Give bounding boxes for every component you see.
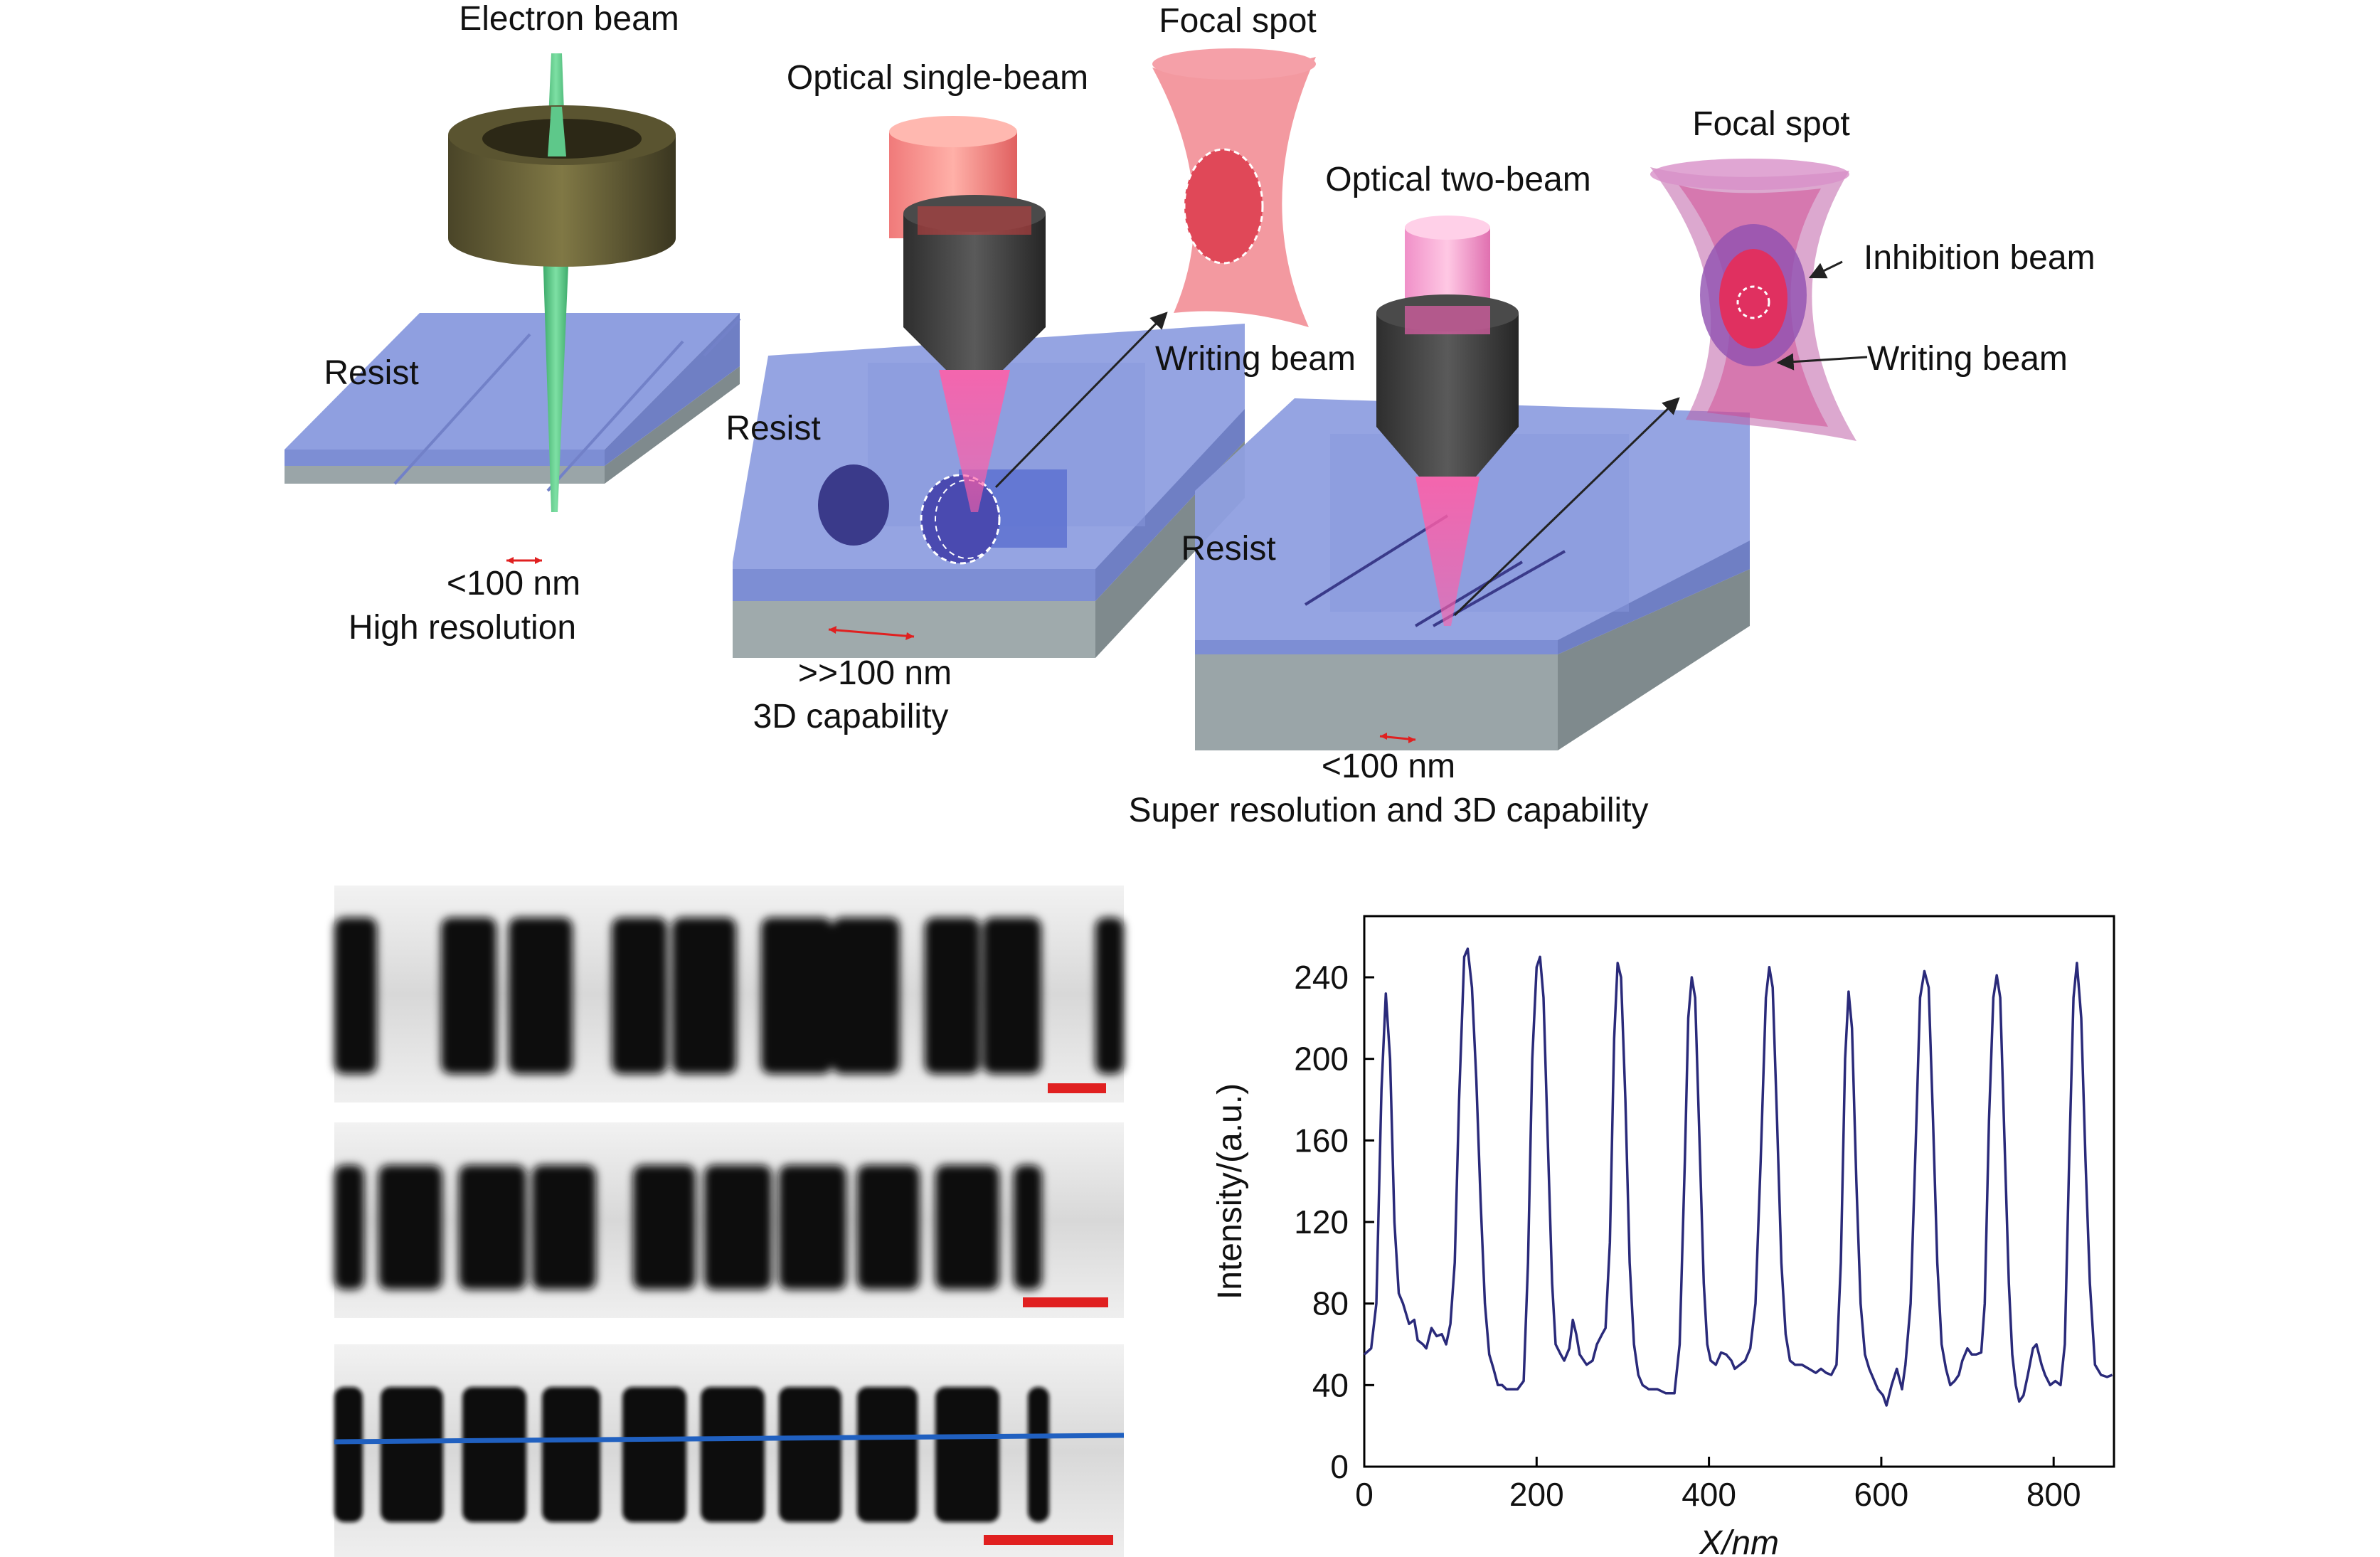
- label-inhibition-beam: Inhibition beam: [1864, 239, 2095, 277]
- y-tick-label: 120: [1294, 1203, 1349, 1240]
- label-focal-spot-2: Focal spot: [1692, 105, 1849, 143]
- focal-spot-2: [1650, 159, 1856, 441]
- micrograph-block: [935, 1387, 999, 1522]
- y-tick-label: 240: [1294, 959, 1349, 996]
- intensity-chart: 0 200 400 600 800 0 40 80 120 160 200 240 Intensity…: [1211, 915, 2115, 1557]
- substrate-3: [1195, 654, 1558, 750]
- micrograph-block: [672, 918, 736, 1074]
- objective-lens-1: [903, 195, 1046, 370]
- micrograph-3: [334, 1344, 1125, 1557]
- resist-slab-1: [285, 313, 740, 450]
- inhibition-pointer: [1808, 260, 1843, 279]
- micrograph-block: [509, 918, 573, 1074]
- label-resist-2: Resist: [726, 410, 820, 447]
- zoom-arrow-2: [1453, 397, 1680, 617]
- label-res-2: >>100 nm: [798, 654, 952, 692]
- x-tick-label: 800: [2026, 1476, 2081, 1513]
- micrograph-block: [857, 1165, 920, 1290]
- label-res-3: <100 nm: [1322, 748, 1455, 785]
- label-cap-1: High resolution: [349, 609, 576, 647]
- objective-lens-2: [1376, 294, 1519, 477]
- label-cap-2: 3D capability: [753, 698, 949, 735]
- micrograph-block: [983, 918, 1041, 1074]
- label-cap-3: Super resolution and 3D capability: [1128, 792, 1648, 829]
- line-profile-marker: [334, 1433, 1125, 1445]
- x-tick-label: 400: [1682, 1476, 1736, 1513]
- micrograph-block: [441, 918, 496, 1074]
- micrograph-block: [857, 1387, 918, 1522]
- micrograph-2: [334, 1122, 1124, 1318]
- micrograph-block: [633, 1165, 696, 1290]
- label-writing-beam-2: Writing beam: [1867, 340, 2068, 378]
- single-beam-block: [733, 48, 1316, 658]
- micrograph-block: [701, 1387, 765, 1522]
- x-tick-label: 200: [1509, 1476, 1564, 1513]
- x-axis-label: X/nm: [1699, 1524, 1779, 1557]
- y-tick-label: 200: [1294, 1041, 1349, 1078]
- micrograph-1: [334, 886, 1124, 1102]
- micrograph-block: [704, 1165, 772, 1290]
- substrate-2: [733, 601, 1095, 658]
- micrograph-block: [761, 918, 832, 1074]
- y-axis-label: Intensity/(a.u.): [1211, 1083, 1249, 1300]
- micrograph-block: [459, 1165, 526, 1290]
- label-writing-beam-1: Writing beam: [1155, 340, 1356, 378]
- micrograph-block: [925, 918, 980, 1074]
- micrograph-block: [462, 1387, 526, 1522]
- micrograph-block: [542, 1387, 600, 1522]
- label-resist-1: Resist: [324, 354, 418, 392]
- label-optical-single-beam: Optical single-beam: [787, 59, 1088, 97]
- writing-cone-2: [1415, 477, 1479, 626]
- zoom-arrow-1: [994, 312, 1168, 489]
- micrograph-block: [622, 1387, 686, 1522]
- electron-lens: [448, 105, 676, 267]
- micrograph-block: [1014, 1165, 1042, 1290]
- micrograph-block: [381, 1387, 443, 1522]
- x-tick-label: 0: [1355, 1476, 1374, 1513]
- scale-bar-1: [1048, 1083, 1106, 1093]
- micrograph-block: [779, 1387, 841, 1522]
- label-focal-spot-1: Focal spot: [1159, 2, 1316, 40]
- label-optical-two-beam: Optical two-beam: [1325, 161, 1590, 198]
- micrograph-block: [779, 1165, 846, 1290]
- label-resist-3: Resist: [1181, 530, 1275, 568]
- writing-cone-1: [939, 370, 1010, 512]
- y-tick-label: 160: [1294, 1122, 1349, 1159]
- x-tick-label: 600: [1854, 1476, 1909, 1513]
- intensity-series-line: [1363, 947, 2113, 1407]
- micrograph-block: [532, 1165, 596, 1290]
- micrograph-block: [935, 1165, 999, 1290]
- micrograph-block: [1095, 918, 1124, 1074]
- micrograph-block: [832, 918, 900, 1074]
- substrate-1: [285, 466, 605, 484]
- micrograph-block: [334, 1165, 364, 1290]
- micrograph-block: [334, 1387, 363, 1522]
- y-tick-label: 0: [1330, 1448, 1349, 1485]
- micrograph-block: [334, 918, 377, 1074]
- label-res-1: <100 nm: [447, 565, 580, 602]
- micrograph-block: [612, 918, 667, 1074]
- electron-beam-block: [285, 53, 741, 564]
- scale-bar-3: [984, 1535, 1113, 1545]
- two-beam-block: [1195, 159, 1868, 750]
- y-tick-label: 40: [1312, 1366, 1349, 1403]
- label-electron-beam: Electron beam: [459, 0, 679, 38]
- micrograph-block: [378, 1165, 442, 1290]
- plot-frame: [1363, 915, 2115, 1468]
- y-tick-label: 80: [1312, 1285, 1349, 1322]
- micrograph-block: [1028, 1387, 1049, 1522]
- focal-spot-1: [1152, 48, 1316, 327]
- writing-pointer: [1776, 353, 1868, 371]
